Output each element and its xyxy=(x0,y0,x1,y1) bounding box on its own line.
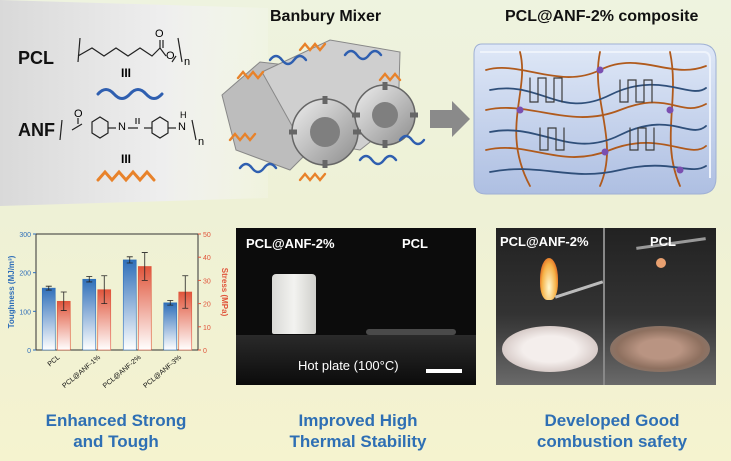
photo-divider xyxy=(603,228,605,385)
right-tick-label: 10 xyxy=(203,325,211,332)
left-tick-label: 100 xyxy=(19,309,31,316)
mixer-title: Banbury Mixer xyxy=(270,8,382,25)
caption-2-line-1: Improved High xyxy=(298,411,418,430)
right-tick-label: 30 xyxy=(203,278,211,285)
pcl-subscript-n: n xyxy=(184,56,191,68)
pcl-melted-sample xyxy=(366,329,456,335)
y-axis-label-left: Toughness (MJ/m³) xyxy=(7,255,16,328)
thermal-label-right: PCL xyxy=(402,236,428,251)
thermal-label-left: PCL@ANF-2% xyxy=(246,236,335,251)
right-tick-label: 40 xyxy=(203,255,211,262)
caption-3-line-1: Developed Good xyxy=(544,411,680,430)
funnel-shape xyxy=(0,0,268,206)
combustion-photo: PCL@ANF-2% PCL xyxy=(496,228,716,385)
process-arrow xyxy=(430,101,470,137)
scale-bar xyxy=(426,369,462,373)
pcl-chain-icon xyxy=(96,88,164,100)
anf-nh-2: N xyxy=(178,121,186,133)
caption-2-line-2: Thermal Stability xyxy=(289,432,427,451)
pcl-anf-sample xyxy=(272,274,316,334)
anf-o: O xyxy=(74,108,83,120)
stress-error-bar xyxy=(141,252,148,281)
left-tick-label: 200 xyxy=(19,271,31,278)
dish-left xyxy=(502,326,598,372)
caption-3-line-2: combustion safety xyxy=(536,432,688,451)
category-label: PCL@ANF-3% xyxy=(142,354,183,390)
thermal-photo: PCL@ANF-2% PCL Hot plate (100°C) xyxy=(236,228,476,385)
hot-plate-label: Hot plate (100°C) xyxy=(298,358,399,373)
composite-title: PCL@ANF-2% composite xyxy=(505,8,699,25)
hot-plate xyxy=(236,335,476,385)
anf-chain-icon xyxy=(96,169,156,183)
anf-label: ANF xyxy=(18,120,55,140)
toughness-error-bar xyxy=(45,285,52,291)
toughness-error-bar xyxy=(167,300,174,306)
anf-structure xyxy=(59,116,197,141)
pcl-carbonyl-o: O xyxy=(155,28,164,40)
left-tick-label: 300 xyxy=(19,232,31,239)
category-label: PCL xyxy=(47,354,62,368)
right-tick-label: 0 xyxy=(203,348,207,355)
combustion-label-right: PCL xyxy=(650,234,676,249)
mixer-chains xyxy=(228,42,426,182)
dish-right xyxy=(610,326,710,372)
toughness-bar xyxy=(82,278,97,351)
caption-combustion: Developed Good combustion safety xyxy=(522,410,702,452)
anf-subscript-n: n xyxy=(198,136,205,148)
funnel-backdrop xyxy=(0,0,717,206)
toughness-bar xyxy=(163,302,178,351)
falling-sample xyxy=(656,258,666,268)
pcl-ester-o: O xyxy=(166,50,175,62)
caption-1-line-1: Enhanced Strong xyxy=(45,411,187,430)
caption-thermal: Improved High Thermal Stability xyxy=(268,410,448,452)
y-axis-label-right: Stress (MPa) xyxy=(220,268,229,317)
left-tick-label: 0 xyxy=(27,348,31,355)
tweezer-left xyxy=(554,280,604,299)
caption-1-line-2: and Tough xyxy=(73,432,159,451)
mixer-rollers xyxy=(221,39,418,171)
pcl-structure xyxy=(77,37,183,63)
anf-h: H xyxy=(180,110,187,120)
combustion-label-left: PCL@ANF-2% xyxy=(500,234,589,249)
toughness-error-bar xyxy=(86,276,93,283)
toughness-bar xyxy=(122,259,137,351)
stress-error-bar xyxy=(101,275,108,304)
toughness-bar xyxy=(41,287,56,351)
pcl-label: PCL xyxy=(18,48,54,68)
composite-block xyxy=(473,43,717,195)
caption-strong-tough: Enhanced Strong and Tough xyxy=(26,410,206,452)
stress-error-bar xyxy=(60,291,67,311)
category-label: PCL@ANF-1% xyxy=(61,354,102,390)
right-tick-label: 50 xyxy=(203,232,211,239)
right-tick-label: 20 xyxy=(203,302,211,309)
anf-nh-1: N xyxy=(118,121,126,133)
flame-left xyxy=(540,258,558,300)
toughness-error-bar xyxy=(126,256,133,264)
category-label: PCL@ANF-2% xyxy=(102,354,143,390)
pcl-equiv: III xyxy=(121,66,132,80)
stress-error-bar xyxy=(182,275,189,309)
anf-equiv: III xyxy=(121,152,132,166)
plot-frame xyxy=(35,233,199,351)
